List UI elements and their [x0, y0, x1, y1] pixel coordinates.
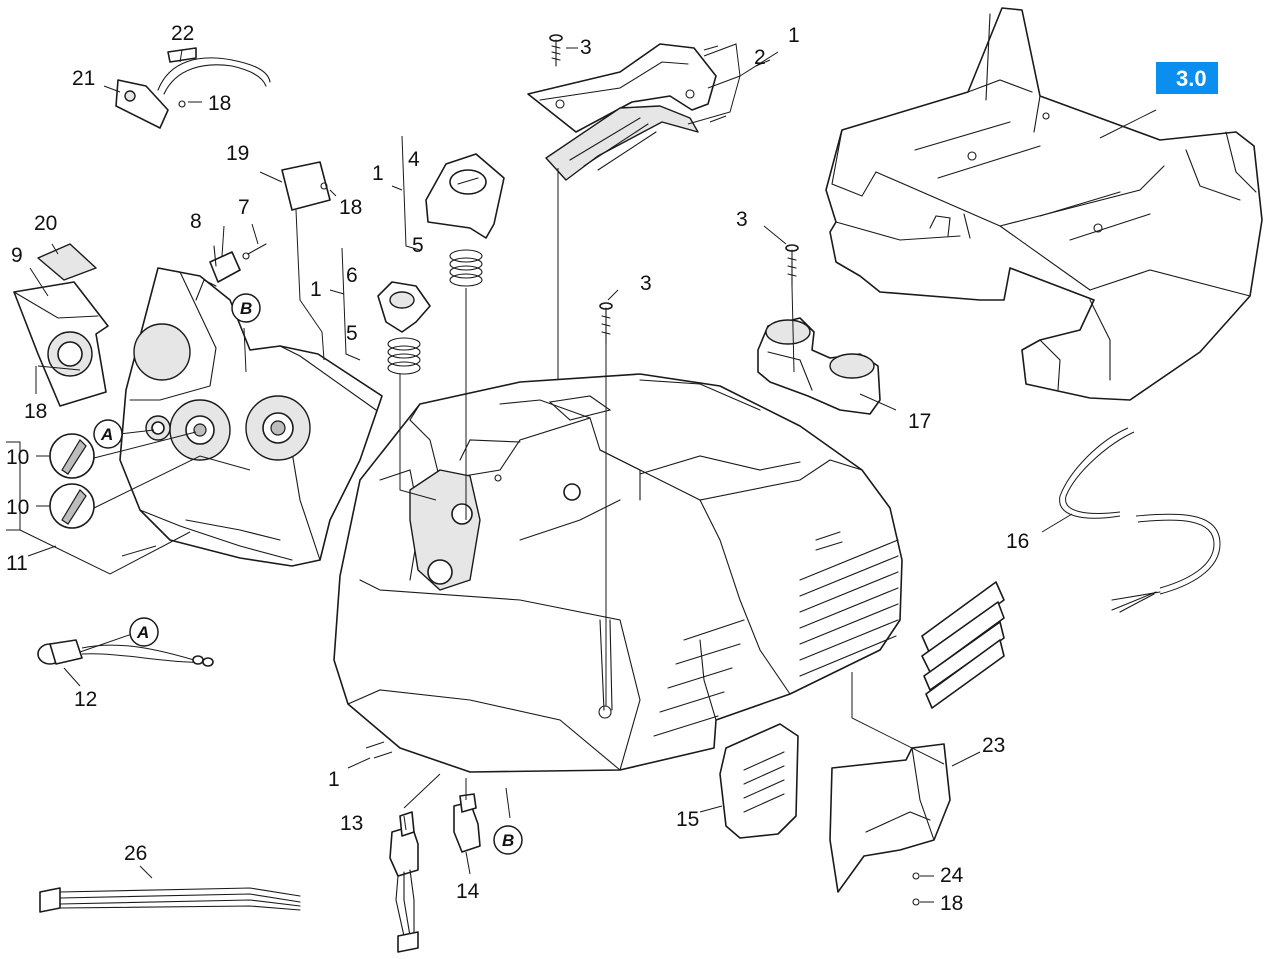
indicator-lamp [37, 639, 214, 667]
knob-upper [49, 433, 95, 479]
label-sticker [37, 243, 97, 281]
screw-right [785, 244, 799, 287]
main-housing [333, 373, 903, 773]
sensor-bracket [115, 47, 271, 129]
label-12: 12 [74, 688, 97, 711]
label-10-a: 10 [6, 446, 29, 469]
circuit-board [281, 161, 331, 211]
label-7: 7 [238, 196, 250, 219]
label-3-right: 3 [736, 208, 748, 231]
label-11: 11 [6, 552, 28, 575]
label-8: 8 [190, 210, 202, 233]
label-1-bottom: 1 [328, 768, 340, 791]
hose-holder [757, 317, 881, 415]
switch-part [209, 243, 267, 283]
wire-harness [39, 887, 301, 913]
spring-upper [449, 249, 483, 287]
label-10-b: 10 [6, 496, 29, 519]
callout-b-panel-text: B [240, 299, 252, 318]
spring-lower [387, 337, 421, 375]
label-16: 16 [1006, 530, 1029, 553]
side-grille [921, 581, 1005, 709]
label-9: 9 [11, 244, 23, 267]
label-14: 14 [456, 880, 480, 903]
leader-lines [6, 43, 1073, 903]
callout-a-lamp: A [129, 617, 159, 647]
base-frame-assembly [825, 7, 1263, 401]
section-badge: 3.0 [1156, 62, 1218, 94]
callout-b-panel: B [231, 293, 261, 323]
label-22: 22 [171, 22, 194, 45]
callout-a-lamp-text: A [136, 623, 149, 642]
section-badge-text: 3.0 [1176, 66, 1207, 91]
label-2: 2 [754, 46, 766, 69]
callout-a-panel-text: A [100, 425, 113, 444]
label-6: 6 [346, 264, 358, 287]
screw-center [599, 302, 613, 345]
label-18-a: 18 [208, 92, 231, 115]
label-1-cap: 1 [372, 162, 384, 185]
label-3-center: 3 [640, 272, 652, 295]
label-1-valve: 1 [310, 278, 322, 301]
power-cable [1059, 427, 1221, 613]
label-3-top: 3 [580, 36, 592, 59]
valve-6 [377, 281, 431, 333]
control-panel [119, 267, 383, 567]
label-24: 24 [940, 864, 964, 887]
label-19: 19 [226, 142, 249, 165]
cap-4 [425, 153, 505, 239]
connector-13 [389, 811, 419, 953]
carry-handle [527, 43, 717, 181]
part-labels: 22 21 18 19 18 7 8 20 9 18 10 10 11 12 2… [6, 22, 1029, 915]
label-18-b: 18 [339, 196, 362, 219]
housing-vents [653, 539, 899, 737]
label-18-c: 18 [24, 400, 47, 423]
callout-b-connector-text: B [502, 831, 514, 850]
label-21: 21 [72, 67, 95, 90]
label-5-lower: 5 [346, 322, 358, 345]
label-20: 20 [34, 212, 57, 235]
callout-a-panel: A [93, 419, 123, 449]
callout-b-connector: B [493, 825, 523, 855]
label-26: 26 [124, 842, 147, 865]
label-17: 17 [908, 410, 931, 433]
socket-cover [13, 281, 109, 407]
knob-lower [49, 483, 95, 529]
screw-top [549, 34, 563, 67]
label-15: 15 [676, 808, 699, 831]
label-18-d: 18 [940, 892, 963, 915]
flap-23 [829, 743, 951, 906]
panel-cover-15 [719, 723, 799, 839]
label-23: 23 [982, 734, 1005, 757]
connector-14 [453, 793, 481, 853]
label-4: 4 [408, 148, 420, 171]
label-5-upper: 5 [412, 234, 424, 257]
label-13: 13 [340, 812, 363, 835]
label-1-top: 1 [788, 24, 800, 47]
